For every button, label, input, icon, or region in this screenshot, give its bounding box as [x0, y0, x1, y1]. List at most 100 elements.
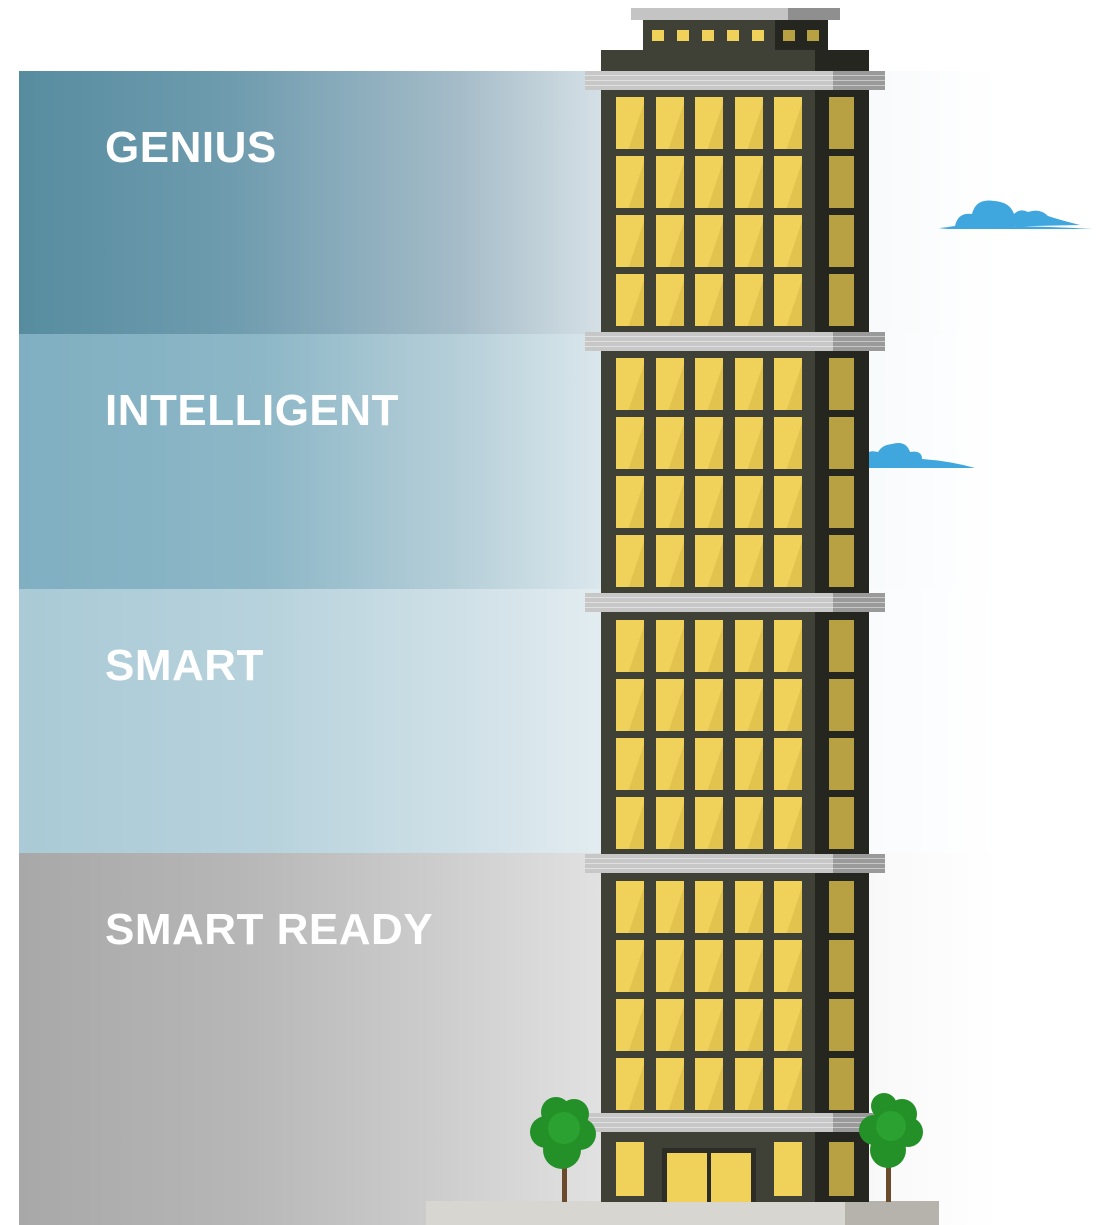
window	[616, 535, 644, 587]
window	[829, 156, 854, 208]
window	[829, 620, 854, 672]
window	[695, 156, 723, 208]
window	[656, 476, 684, 528]
window	[656, 274, 684, 326]
window	[616, 620, 644, 672]
window	[616, 1142, 644, 1196]
window	[735, 999, 763, 1051]
window	[616, 417, 644, 469]
window	[829, 797, 854, 849]
window	[774, 358, 802, 410]
level-label-smart: SMART	[105, 641, 264, 690]
window	[656, 97, 684, 149]
window	[735, 358, 763, 410]
window	[829, 940, 854, 992]
window	[735, 1058, 763, 1110]
window	[829, 97, 854, 149]
window	[656, 417, 684, 469]
window	[735, 940, 763, 992]
window	[774, 535, 802, 587]
window	[735, 274, 763, 326]
window	[774, 215, 802, 267]
level-label-genius: GENIUS	[105, 123, 277, 172]
window	[656, 1058, 684, 1110]
level-label-intelligent: INTELLIGENT	[105, 386, 399, 435]
window	[735, 215, 763, 267]
floor-ledge-shade	[833, 332, 885, 351]
window	[829, 535, 854, 587]
window	[829, 738, 854, 790]
window	[616, 476, 644, 528]
window	[616, 881, 644, 933]
window	[656, 215, 684, 267]
window	[774, 1142, 802, 1196]
window	[695, 535, 723, 587]
window	[829, 881, 854, 933]
tree-icon	[859, 1093, 923, 1202]
window	[616, 797, 644, 849]
window	[616, 358, 644, 410]
window	[656, 999, 684, 1051]
window	[829, 274, 854, 326]
window	[829, 417, 854, 469]
window	[695, 274, 723, 326]
window	[735, 679, 763, 731]
window	[616, 156, 644, 208]
window	[829, 1142, 854, 1196]
window	[616, 215, 644, 267]
window	[656, 535, 684, 587]
window	[616, 940, 644, 992]
window	[695, 940, 723, 992]
window	[656, 620, 684, 672]
window	[695, 738, 723, 790]
window	[695, 97, 723, 149]
window	[774, 738, 802, 790]
floor-ledge	[585, 854, 885, 873]
window	[735, 476, 763, 528]
window	[735, 797, 763, 849]
floor-ledge	[585, 593, 885, 612]
window	[774, 156, 802, 208]
cloud-icon	[868, 443, 975, 468]
window	[656, 797, 684, 849]
window	[695, 215, 723, 267]
window	[735, 738, 763, 790]
floor-ledge-shade	[833, 854, 885, 873]
window	[695, 476, 723, 528]
floor-ledge	[585, 71, 885, 90]
window	[735, 881, 763, 933]
window	[774, 620, 802, 672]
window	[829, 476, 854, 528]
window	[695, 620, 723, 672]
window	[735, 417, 763, 469]
level-label-smart-ready: SMART READY	[105, 905, 434, 954]
window	[695, 1058, 723, 1110]
window	[695, 358, 723, 410]
window	[616, 738, 644, 790]
window	[735, 156, 763, 208]
window	[774, 476, 802, 528]
window	[735, 535, 763, 587]
window	[774, 797, 802, 849]
window	[774, 274, 802, 326]
floor-ledge-shade	[833, 71, 885, 90]
window	[829, 1058, 854, 1110]
window	[774, 679, 802, 731]
window	[774, 881, 802, 933]
window	[774, 1058, 802, 1110]
window	[656, 358, 684, 410]
cloud-icon	[938, 200, 1093, 229]
window	[695, 881, 723, 933]
window	[829, 679, 854, 731]
window	[774, 999, 802, 1051]
floor-ledge	[585, 332, 885, 351]
window	[829, 215, 854, 267]
floor-ledge-shade	[833, 593, 885, 612]
entrance-door	[662, 1148, 756, 1202]
window	[695, 797, 723, 849]
floor-ledge	[585, 1113, 885, 1132]
window	[616, 1058, 644, 1110]
window	[735, 97, 763, 149]
